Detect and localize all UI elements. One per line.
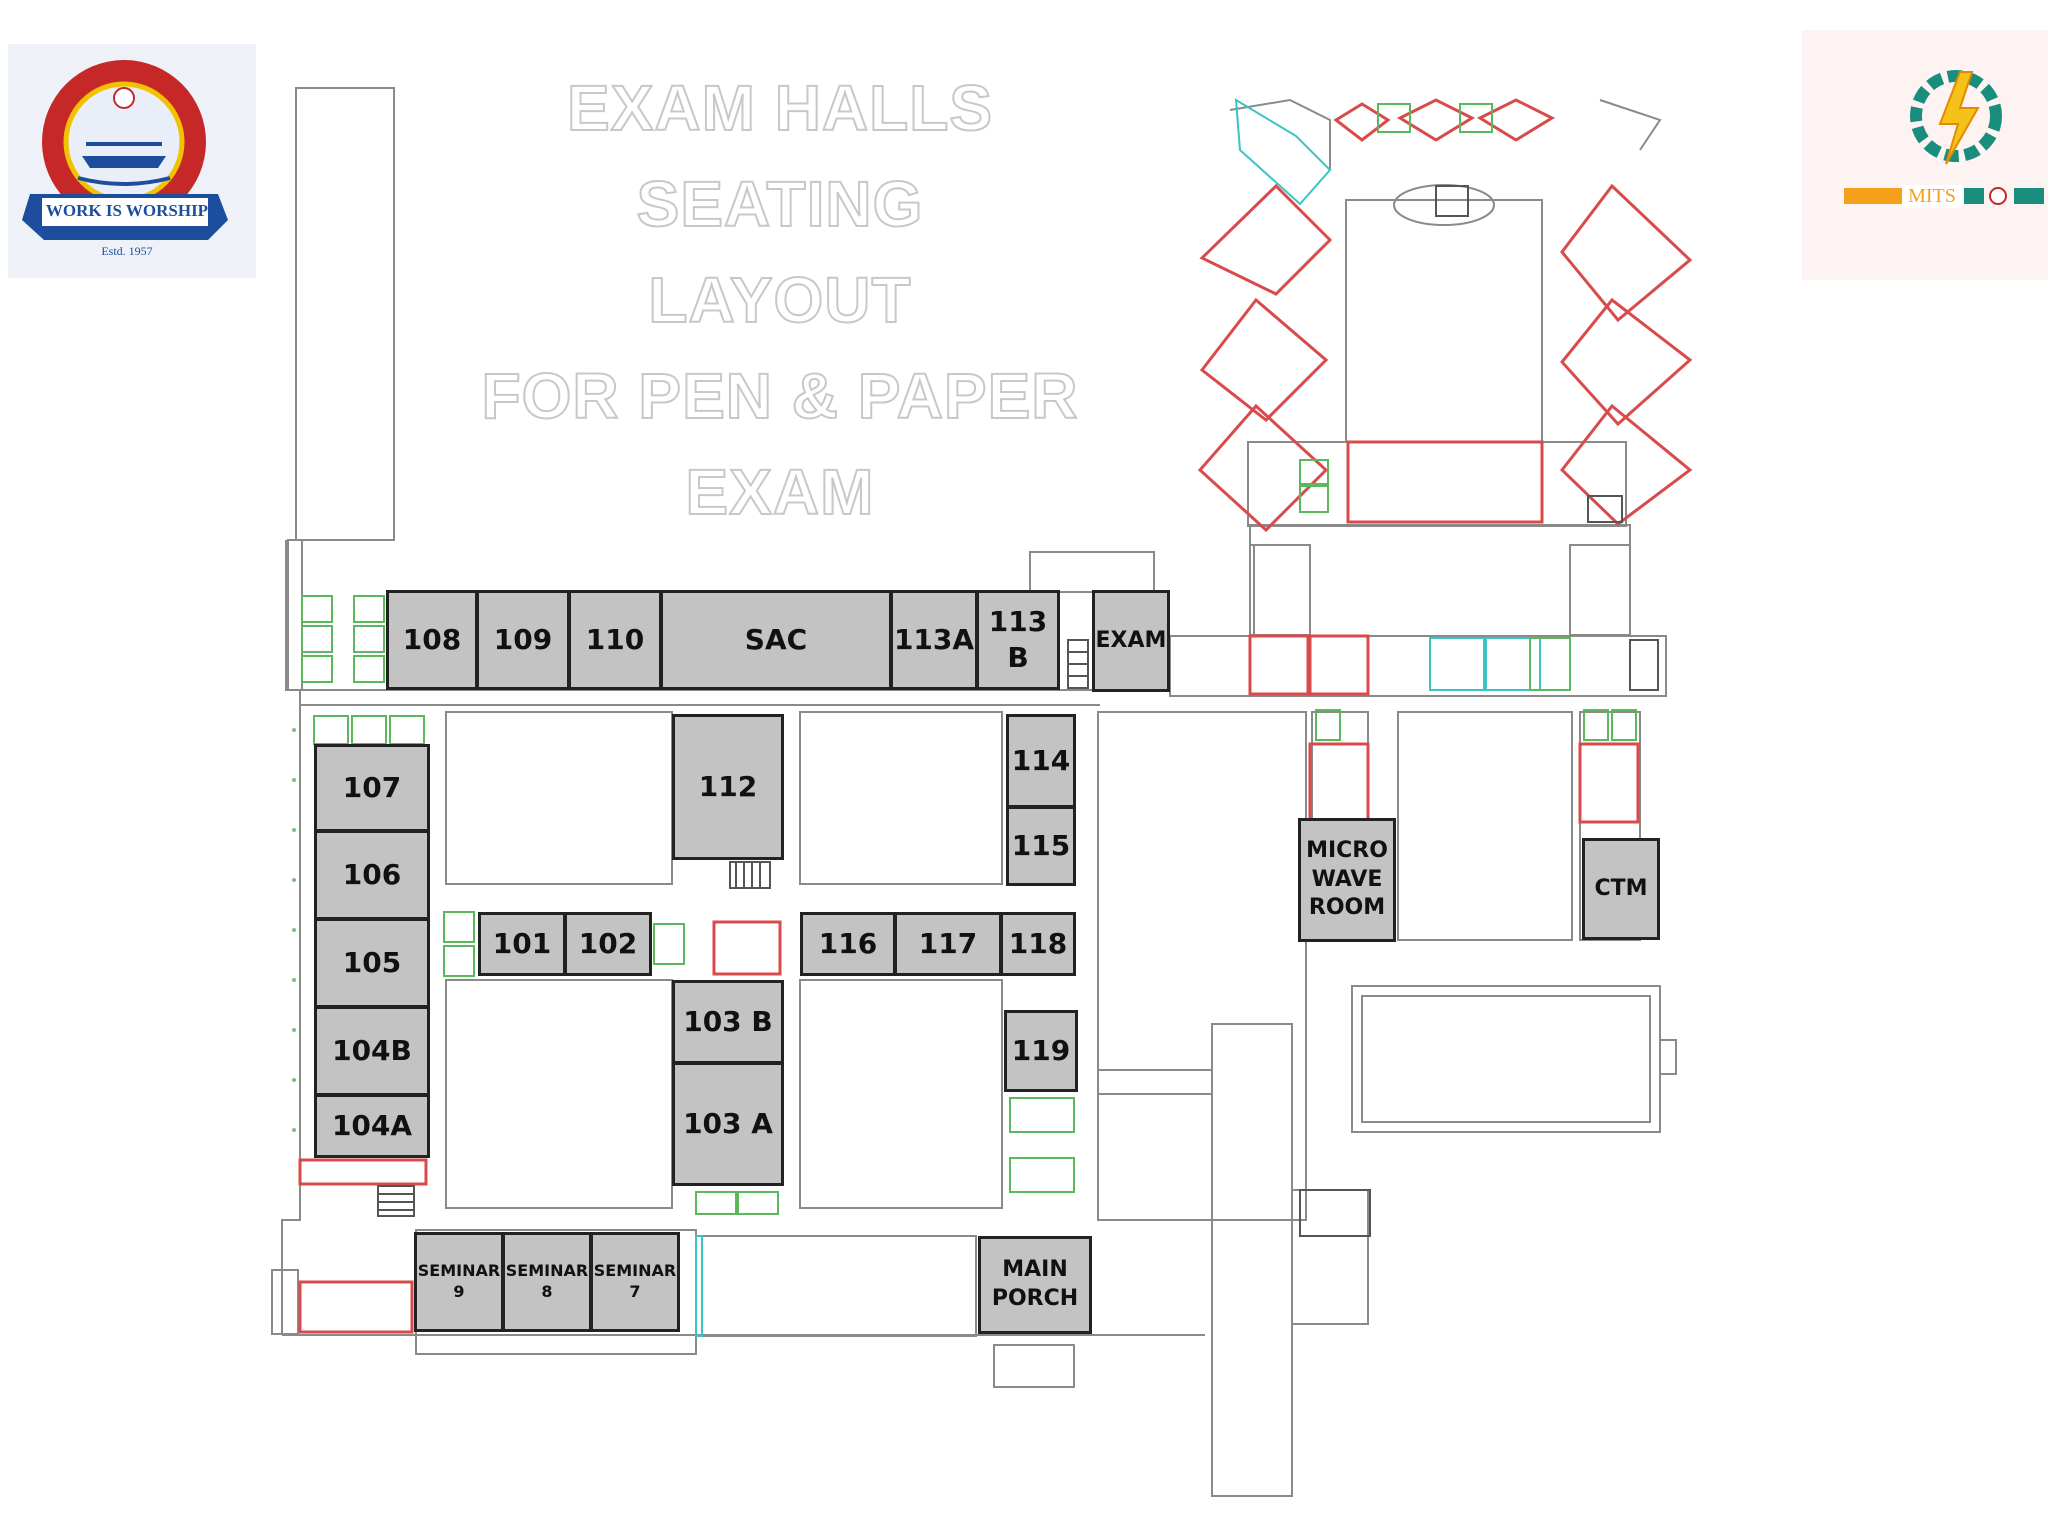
room-label: 101 xyxy=(492,926,552,960)
room-seminar-8[interactable]: SEMINAR 8 xyxy=(502,1232,592,1332)
room-label: SEMINAR 8 xyxy=(505,1261,589,1301)
room-exam[interactable]: EXAM xyxy=(1092,590,1170,692)
mits-logo: MITS xyxy=(1802,30,2048,280)
room-102[interactable]: 102 xyxy=(564,912,652,976)
title-line: LAYOUT xyxy=(647,263,912,337)
room-microwave[interactable]: MICRO WAVE ROOM xyxy=(1298,818,1396,942)
room-label: 108 xyxy=(402,622,462,656)
mits-wordmark: MITS xyxy=(1902,185,1962,208)
room-label: 113A xyxy=(893,622,975,656)
room-105[interactable]: 105 xyxy=(314,918,430,1008)
room-label: 112 xyxy=(698,769,758,803)
room-main-porch[interactable]: MAIN PORCH xyxy=(978,1236,1092,1334)
room-ctm[interactable]: CTM xyxy=(1582,838,1660,940)
room-label: 116 xyxy=(818,926,878,960)
room-label: 118 xyxy=(1008,926,1068,960)
title-line: FOR PEN & PAPER xyxy=(481,359,1079,433)
room-label: 115 xyxy=(1011,828,1071,862)
institute-logo: WORK IS WORSHIP Estd. 1957 xyxy=(8,44,256,278)
room-label: 102 xyxy=(578,926,638,960)
room-114[interactable]: 114 xyxy=(1006,714,1076,808)
room-label: CTM xyxy=(1594,875,1648,901)
room-115[interactable]: 115 xyxy=(1006,806,1076,886)
room-label: 104A xyxy=(331,1108,413,1142)
room-label: MICRO WAVE ROOM xyxy=(1306,838,1388,921)
room-101[interactable]: 101 xyxy=(478,912,566,976)
room-110[interactable]: 110 xyxy=(568,590,662,690)
room-label: SEMINAR 7 xyxy=(593,1261,677,1301)
room-103b[interactable]: 103 B xyxy=(672,980,784,1064)
room-119[interactable]: 119 xyxy=(1004,1010,1078,1092)
room-113a[interactable]: 113A xyxy=(890,590,978,690)
room-label: EXAM xyxy=(1095,627,1167,653)
room-label: 117 xyxy=(918,926,978,960)
room-label: 107 xyxy=(342,770,402,804)
room-sac[interactable]: SAC xyxy=(660,590,892,690)
room-label: 119 xyxy=(1011,1033,1071,1067)
room-label: 106 xyxy=(342,857,402,891)
room-label: 104B xyxy=(332,1033,412,1067)
room-label: 103 A xyxy=(683,1106,773,1140)
page-title: EXAM HALLS SEATING LAYOUT FOR PEN & PAPE… xyxy=(430,60,1130,540)
institute-emblem-icon xyxy=(22,60,228,240)
room-104b[interactable]: 104B xyxy=(314,1006,430,1096)
room-118[interactable]: 118 xyxy=(1000,912,1076,976)
room-label: SAC xyxy=(744,622,808,656)
motto-banner: WORK IS WORSHIP xyxy=(45,201,209,220)
room-label: MAIN PORCH xyxy=(991,1257,1079,1311)
room-104a[interactable]: 104A xyxy=(314,1094,430,1158)
room-label: 110 xyxy=(585,622,645,656)
room-label: 103 B xyxy=(683,1004,773,1038)
established-year: Estd. 1957 xyxy=(101,244,153,258)
room-117[interactable]: 117 xyxy=(894,912,1002,976)
room-103a[interactable]: 103 A xyxy=(672,1062,784,1186)
title-line: SEATING xyxy=(636,167,924,241)
room-109[interactable]: 109 xyxy=(476,590,570,690)
room-107[interactable]: 107 xyxy=(314,744,430,832)
room-label: 113 B xyxy=(988,604,1048,674)
room-116[interactable]: 116 xyxy=(800,912,896,976)
room-label: 105 xyxy=(342,945,402,979)
title-line: EXAM HALLS xyxy=(566,71,993,145)
room-108[interactable]: 108 xyxy=(386,590,478,690)
room-label: 114 xyxy=(1011,743,1071,777)
room-seminar-9[interactable]: SEMINAR 9 xyxy=(414,1232,504,1332)
room-112[interactable]: 112 xyxy=(672,714,784,860)
room-label: 109 xyxy=(493,622,553,656)
room-label: SEMINAR 9 xyxy=(417,1261,501,1301)
lightning-gear-icon xyxy=(1844,70,2044,205)
room-113b[interactable]: 113 B xyxy=(976,590,1060,690)
title-line: EXAM xyxy=(685,455,875,529)
room-seminar-7[interactable]: SEMINAR 7 xyxy=(590,1232,680,1332)
room-106[interactable]: 106 xyxy=(314,830,430,920)
